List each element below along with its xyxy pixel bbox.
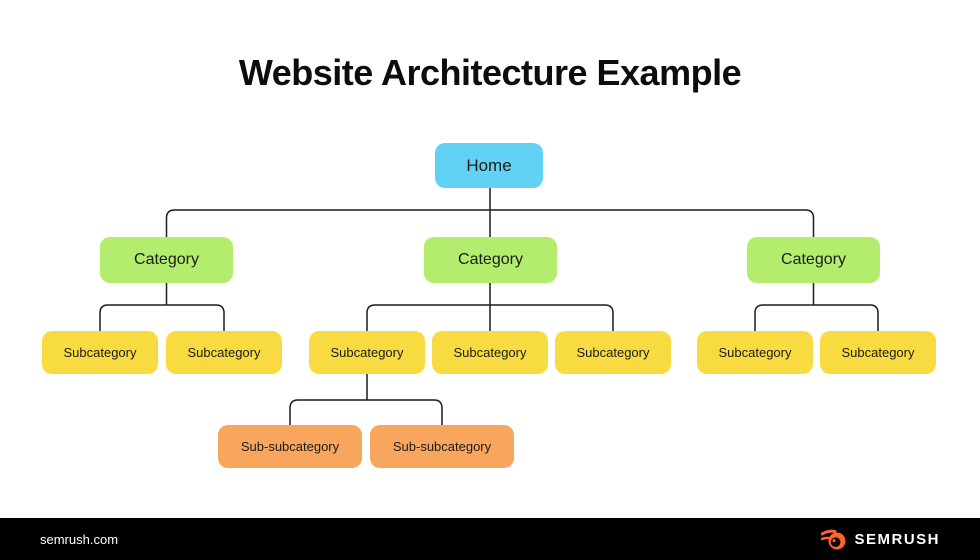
node-category-2-label: Category (458, 251, 523, 268)
node-subcategory-3-label: Subcategory (330, 345, 404, 360)
semrush-brand-text: SEMRUSH (854, 530, 940, 548)
node-subcategory-1-label: Subcategory (63, 345, 137, 360)
node-sub-subcategory-2-label: Sub-subcategory (392, 439, 492, 454)
node-category-2: Category (424, 237, 557, 283)
node-category-1-label: Category (134, 251, 199, 268)
node-subcategory-2-label: Subcategory (187, 345, 261, 360)
footer-site-url: semrush.com (40, 531, 119, 547)
node-subcategory-2: Subcategory (166, 331, 282, 374)
semrush-flame-icon (821, 529, 846, 550)
node-subcategory-4: Subcategory (432, 331, 548, 374)
node-subcategory-4-label: Subcategory (453, 345, 527, 360)
node-category-3: Category (747, 237, 880, 283)
node-subcategory-5: Subcategory (555, 331, 671, 374)
node-subcategory-3: Subcategory (309, 331, 425, 374)
node-subcategory-6: Subcategory (697, 331, 813, 374)
node-home: Home (435, 143, 543, 188)
semrush-logo: SEMRUSH (821, 526, 940, 552)
node-subcategory-6-label: Subcategory (718, 345, 792, 360)
connector-home-rail (165, 209, 815, 237)
node-subcategory-5-label: Subcategory (576, 345, 650, 360)
connector-cat3-rail (754, 304, 879, 331)
node-sub-subcategory-1-label: Sub-subcategory (240, 439, 340, 454)
page-title: Website Architecture Example (238, 52, 742, 93)
node-subcategory-1: Subcategory (42, 331, 158, 374)
node-category-3-label: Category (781, 251, 846, 268)
footer-bar: semrush.com SEMRUSH (0, 518, 980, 560)
node-sub-subcategory-1: Sub-subcategory (218, 425, 362, 468)
connector-cat1-rail (99, 304, 225, 331)
node-subcategory-7: Subcategory (820, 331, 936, 374)
node-home-label: Home (466, 155, 512, 175)
connector-cat2-rail (366, 304, 614, 331)
node-category-1: Category (100, 237, 233, 283)
node-subcategory-7-label: Subcategory (841, 345, 915, 360)
node-sub-subcategory-2: Sub-subcategory (370, 425, 514, 468)
connector-sub3-rail (289, 399, 443, 425)
